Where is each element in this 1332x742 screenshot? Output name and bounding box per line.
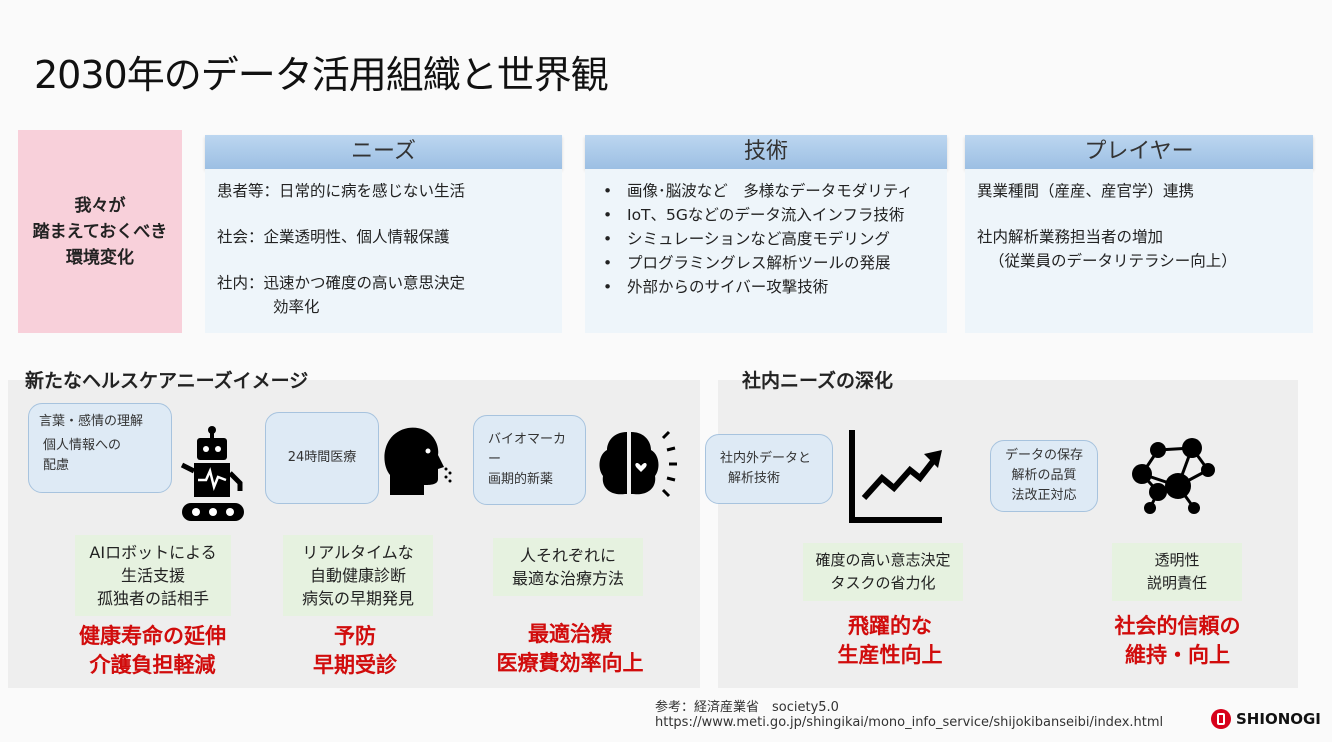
shionogi-logo: SHIONOGI [1210,708,1321,730]
description-box: 透明性説明責任 [1112,543,1242,601]
result-line: 健康寿命の延伸 [79,624,226,648]
desc-line: 確度の高い意志決定 [815,551,951,569]
reference-link[interactable]: https://www.meti.go.jp/shingikai/mono_in… [655,715,1164,730]
env-line: 我々が [74,195,126,216]
head-icon [384,427,452,495]
tech-body: 画像･脳波など 多様なデータモダリティ IoT、5Gなどのデータ流入インフラ技術… [585,169,947,333]
result-text: 最適治療医療費効率向上 [470,620,670,678]
desc-line: タスクの省力化 [830,574,936,592]
desc-line: 透明性 [1154,551,1200,569]
result-text: 飛躍的な生産性向上 [795,612,985,670]
healthcare-title: 新たなヘルスケアニーズイメージ [25,370,309,392]
internal-panel [718,380,1298,688]
description-box: 確度の高い意志決定タスクの省力化 [803,543,963,601]
needs-item: 効率化 [273,298,320,316]
reference-text: 参考：経済産業省 society5.0 [655,700,839,715]
bubble-text: 配慮 [43,458,70,473]
result-line: 早期受診 [313,653,397,677]
desc-line: AIロボットによる [89,543,217,562]
needs-body: 患者等：日常的に病を感じない生活 社会：企業透明性、個人情報保護 社内：迅速かつ… [205,169,562,333]
needs-header: ニーズ [205,135,562,169]
speech-bubble: バイオマーカー画期的新薬 [473,415,586,505]
result-line: 医療費効率向上 [496,651,644,675]
bubble-text: 社内外データと [720,451,812,466]
description-box: 人それぞれに最適な治療方法 [493,538,643,596]
desc-line: 生活支援 [120,566,185,585]
bubble-text: 法改正対応 [1011,488,1077,503]
result-line: 生産性向上 [837,643,943,667]
bubble-text: 言葉・感情の理解 [39,414,144,429]
bubble-text: 画期的新薬 [488,472,554,487]
tech-item: IoT、5Gなどのデータ流入インフラ技術 [597,203,935,227]
player-item: 社内解析業務担当者の増加 [977,228,1164,246]
desc-line: 病気の早期発見 [301,589,414,608]
needs-item: 患者等：日常的に病を感じない生活 [217,182,466,200]
player-item: 異業種間（産産、産官学）連携 [977,182,1195,200]
desc-line: 最適な治療方法 [511,569,624,588]
tech-item: プログラミングレス解析ツールの発展 [597,251,935,275]
speech-bubble: 24時間医療 [265,412,379,504]
needs-item: 社内：迅速かつ確度の高い意思決定 [217,274,466,292]
tech-item: シミュレーションなど高度モデリング [597,227,935,251]
page-title: 2030年のデータ活用組織と世界観 [34,53,609,97]
desc-line: リアルタイムな [302,543,414,562]
speech-bubble: データの保存解析の品質法改正対応 [990,440,1098,512]
result-line: 予防 [334,624,376,648]
tech-item: 外部からのサイバー攻撃技術 [597,275,935,299]
player-item: （従業員のデータリテラシー向上） [989,252,1237,270]
bubble-text: 個人情報への [43,438,122,453]
bubble-text: バイオマーカー [488,432,567,467]
result-text: 健康寿命の延伸介護負担軽減 [50,622,255,680]
desc-line: 孤独者の話相手 [96,589,209,608]
internal-title: 社内ニーズの深化 [742,370,894,392]
robot-icon [180,426,244,521]
result-line: 維持・向上 [1125,643,1230,667]
logo-text: SHIONOGI [1236,710,1321,728]
bubble-text: 解析の品質 [1011,468,1077,483]
desc-line: 自動健康診断 [309,566,406,585]
bubble-text: データの保存 [1004,448,1083,463]
result-line: 最適治療 [528,622,612,646]
env-line: 環境変化 [65,247,134,268]
result-line: 飛躍的な [848,614,932,638]
network-icon [1132,438,1215,514]
logo-mark-icon [1211,709,1231,729]
tech-item: 画像･脳波など 多様なデータモダリティ [597,179,935,203]
bubble-text: 24時間医療 [287,450,357,465]
speech-bubble: 社内外データと解析技術 [705,434,833,504]
result-text: 予防早期受診 [270,622,440,680]
desc-line: 説明責任 [1146,574,1207,592]
player-body: 異業種間（産産、産官学）連携 社内解析業務担当者の増加 （従業員のデータリテラシ… [965,169,1313,333]
env-line: 踏まえておくべき [32,221,168,242]
tech-header: 技術 [585,135,947,169]
result-line: 社会的信頼の [1114,614,1241,638]
bubble-text: 解析技術 [728,471,781,486]
description-box: リアルタイムな自動健康診断病気の早期発見 [283,535,433,616]
environment-change-box: 我々が踏まえておくべき環境変化 [18,130,182,333]
player-header: プレイヤー [965,135,1313,169]
desc-line: 人それぞれに [519,546,616,565]
result-line: 介護負担軽減 [89,653,216,677]
growth-chart-icon [849,430,942,523]
description-box: AIロボットによる生活支援孤独者の話相手 [75,535,231,616]
result-text: 社会的信頼の維持・向上 [1080,612,1275,670]
speech-bubble: 言葉・感情の理解 個人情報への 配慮 [28,403,172,493]
needs-item: 社会：企業透明性、個人情報保護 [217,228,450,246]
brain-icon [599,430,677,498]
